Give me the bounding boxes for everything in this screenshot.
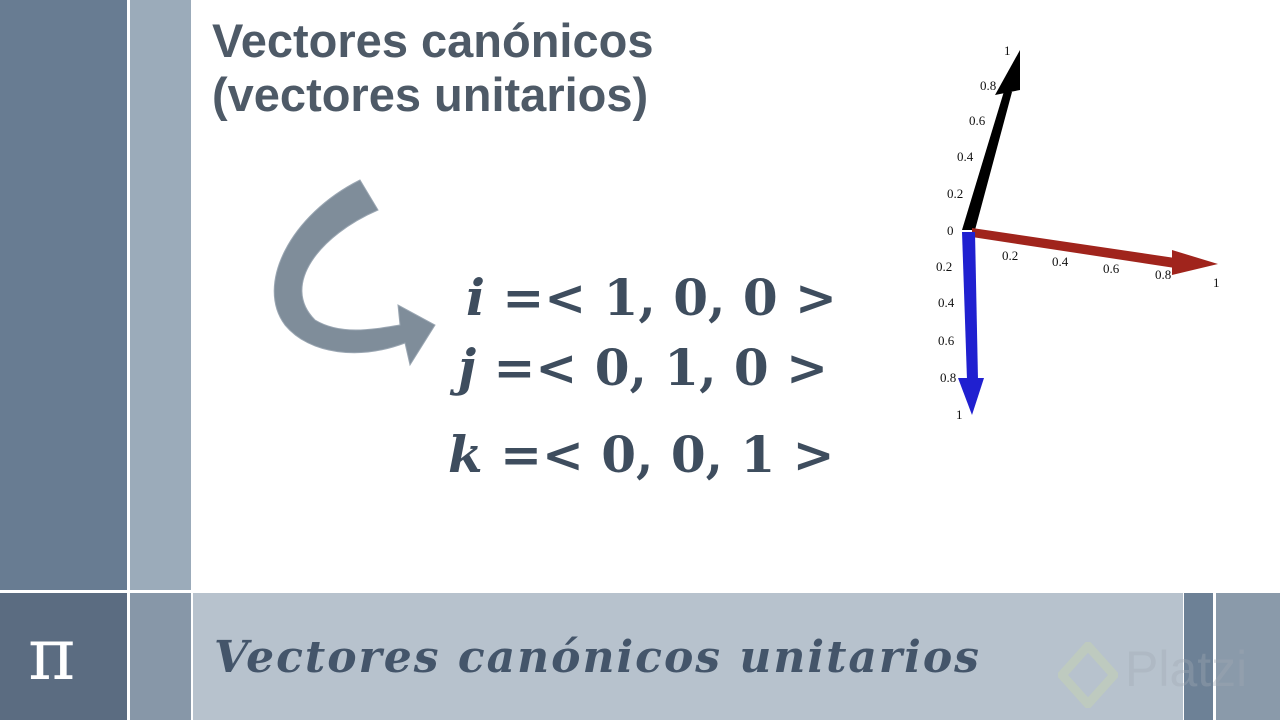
curved-arrow-icon xyxy=(273,179,436,367)
x-arrow xyxy=(972,228,1175,268)
z-tick: 0.4 xyxy=(938,295,955,310)
footer-right-light xyxy=(1216,593,1280,720)
z-tick: 1 xyxy=(956,407,963,422)
sidebar-light xyxy=(130,0,191,590)
platzi-logo-icon xyxy=(1058,642,1118,708)
y-tick: 1 xyxy=(1004,43,1011,58)
slide-title: Vectores canónicos (vectores unitarios) xyxy=(212,14,653,122)
z-tick: 0.6 xyxy=(938,333,955,348)
footer-right-dark xyxy=(1184,593,1213,720)
sidebar-dark xyxy=(0,0,127,590)
equation-k: k =< 0, 0, 1 > xyxy=(448,425,835,484)
title-line-2: (vectores unitarios) xyxy=(212,68,649,121)
z-arrow xyxy=(962,232,978,380)
title-line-1: Vectores canónicos xyxy=(212,14,654,67)
y-arrow xyxy=(962,88,1012,230)
pi-icon: π xyxy=(28,612,76,696)
y-arrowhead xyxy=(995,50,1020,95)
unit-vectors-3d-plot: 0 0.2 0.4 0.6 0.8 1 0.2 0.4 0.6 0.8 1 0.… xyxy=(936,43,1220,422)
footer-band xyxy=(193,593,1183,720)
z-tick: 0.8 xyxy=(940,370,956,385)
y-tick: 0 xyxy=(947,223,954,238)
x-arrowhead xyxy=(1172,250,1218,275)
footer-strip xyxy=(130,593,191,720)
footer-pi-box xyxy=(0,593,127,720)
z-arrowhead xyxy=(958,378,984,415)
equation-i: i =< 1, 0, 0 > xyxy=(466,268,837,327)
y-tick: 0.6 xyxy=(969,113,986,128)
footer-caption: Vectores canónicos unitarios xyxy=(214,632,981,683)
x-tick: 0.4 xyxy=(1052,254,1069,269)
y-tick: 0.4 xyxy=(957,149,974,164)
platzi-watermark: Platzi xyxy=(1125,641,1248,697)
x-tick: 1 xyxy=(1213,275,1220,290)
y-tick: 0.8 xyxy=(980,78,996,93)
x-tick: 0.6 xyxy=(1103,261,1120,276)
equation-j: j =< 0, 1, 0 > xyxy=(458,338,828,397)
y-tick: 0.2 xyxy=(947,186,963,201)
x-tick: 0.8 xyxy=(1155,267,1171,282)
z-tick: 0.2 xyxy=(936,259,952,274)
x-tick: 0.2 xyxy=(1002,248,1018,263)
